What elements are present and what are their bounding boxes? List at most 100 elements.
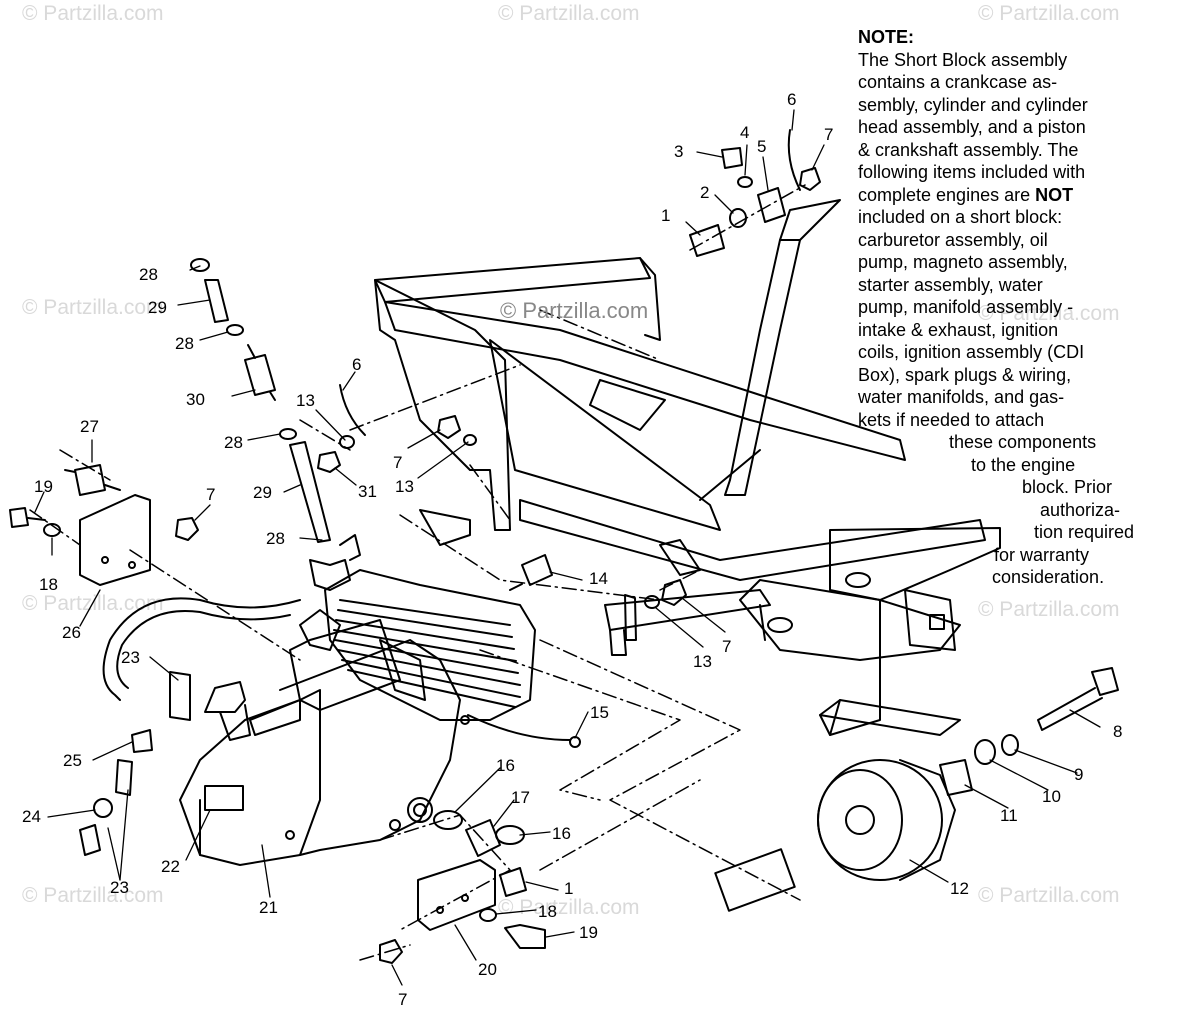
bracket-20 [417,859,496,931]
watermark: © Partzilla.com [498,2,640,25]
frame [374,199,1001,736]
bracket-5 [757,187,786,223]
clamp-28-top [190,258,210,272]
note-line: to the engine [971,454,1076,475]
callout-18: 18 [538,902,557,921]
fuel-filter-30 [244,344,276,401]
callout-23: 23 [121,648,140,667]
bolt-8 [1037,667,1119,731]
callout-19: 19 [34,477,53,496]
callout-24: 24 [22,807,41,826]
note-line: block. Prior [1022,477,1113,497]
callout-6: 6 [787,90,796,109]
watermark: © Partzilla.com [978,884,1120,907]
cable-6-top [787,129,801,191]
bolt-3 [721,147,743,169]
watermark: © Partzilla.com [22,2,164,25]
callout-1: 1 [564,879,573,898]
hose-29-top [204,279,229,323]
watermark: © Partzilla.com [22,884,164,907]
callout-30: 30 [186,390,205,409]
watermark: © Partzilla.com [498,896,640,919]
callout-4: 4 [740,123,749,142]
callout-13: 13 [693,652,712,671]
washer-13-mid [339,435,355,449]
note-emphasis: NOT [1035,184,1074,205]
note-line: sembly, cylinder and cylinder [858,94,1088,115]
note-text-block: NOTE: The Short Block assembly contains … [858,26,1158,589]
washer-13-frame [463,434,477,446]
boot-17 [465,819,501,857]
note-line: coils, ignition assembly (CDI [858,342,1085,362]
clutch-12 [714,759,956,912]
note-line: authoriza- [1040,499,1121,520]
callout-25: 25 [63,751,82,770]
callout-22: 22 [161,857,180,876]
washer-9 [1001,734,1019,756]
callout-3: 3 [674,142,683,161]
callout-28: 28 [224,433,243,452]
watermark: © Partzilla.com [978,598,1120,621]
callout-11: 11 [1000,806,1018,825]
nut-7-left [175,517,199,541]
bracket-26 [79,494,151,586]
callout-10: 10 [1042,787,1061,806]
nut-7-right [661,579,687,606]
callout-12: 12 [950,879,969,898]
callout-2: 2 [700,183,709,202]
note-line: tion required [1034,522,1135,542]
callout-6: 6 [352,355,361,374]
callout-20: 20 [478,960,497,979]
connector-23 [115,759,133,796]
washer-18-left [43,523,61,537]
spacer-11 [939,759,973,796]
callout-7: 7 [393,453,402,472]
note-line: pump, manifold assembly - [858,297,1074,317]
note-line: The Short Block assembly [858,49,1068,70]
note-title: NOTE: [858,27,914,47]
filter-24 [79,798,113,856]
washer-18-lower [479,908,497,922]
callout-28: 28 [266,529,285,548]
note-line: water manifolds, and gas- [858,387,1065,407]
callout-9: 9 [1074,765,1083,784]
shock-mount-27 [64,464,121,496]
callout-5: 5 [757,137,766,156]
callout-13: 13 [395,477,414,496]
callout-21: 21 [259,898,278,917]
washer-4 [737,176,753,188]
callout-27: 27 [80,417,99,436]
washer-2 [729,208,747,228]
callout-1: 1 [661,206,670,225]
note-line: head assembly, and a piston [858,117,1086,137]
hose-23 [102,597,301,721]
mount-1-lower [499,867,527,897]
nut-7-bottom [379,939,403,964]
clamp-16-upper [433,810,463,830]
bolt-19-left [9,507,46,528]
callout-26: 26 [62,623,81,642]
engine-assembly [179,534,536,866]
clamp-28-lower [279,428,297,440]
callout-17: 17 [511,788,530,807]
note-line: intake & exhaust, ignition [858,319,1059,340]
note-line: consideration. [992,567,1105,587]
clamp-28-mid [226,324,244,336]
callout-7: 7 [722,637,731,656]
note-line: included on a short block: [858,207,1063,227]
callout-19: 19 [579,923,598,942]
callout-7: 7 [206,485,215,504]
callout-7: 7 [824,125,833,144]
callout-28: 28 [139,265,158,284]
note-line: starter assembly, water [858,274,1043,295]
nut-7-top [799,167,821,191]
cable-6-mid [339,384,366,436]
callout-7: 7 [398,990,407,1009]
note-line: these components [949,432,1097,452]
callout-13: 13 [296,391,315,410]
note-line: carburetor assembly, oil [858,229,1048,250]
callout-18: 18 [39,575,58,594]
washer-10 [974,739,996,765]
nut-7-mid [437,415,461,439]
